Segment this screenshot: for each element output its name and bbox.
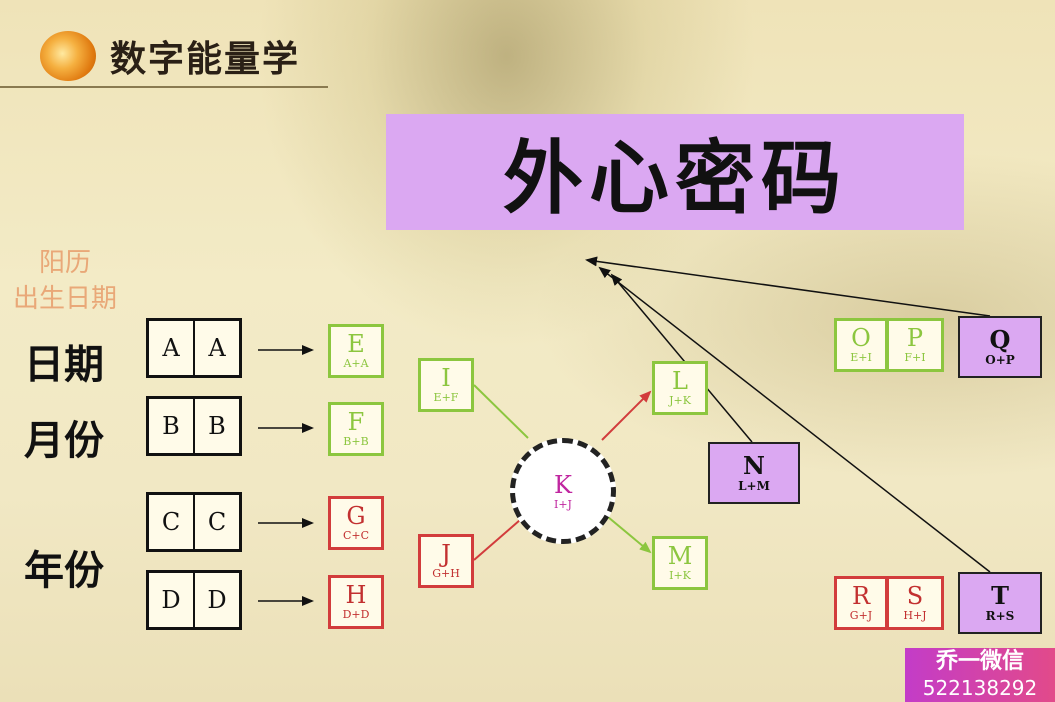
node-r: R G+J bbox=[834, 576, 888, 630]
node-g: G C+C bbox=[328, 496, 384, 550]
header-divider bbox=[0, 86, 328, 88]
node-m-label: M bbox=[667, 542, 693, 570]
node-s-formula: H+J bbox=[903, 609, 927, 622]
node-j: J G+H bbox=[418, 534, 474, 588]
node-s-label: S bbox=[906, 582, 924, 610]
node-i-formula: E+F bbox=[433, 391, 459, 404]
node-n-label: N bbox=[743, 451, 765, 480]
node-t: T R+S bbox=[958, 572, 1042, 634]
node-f: F B+B bbox=[328, 402, 384, 456]
node-l: L J+K bbox=[652, 361, 708, 415]
logo-text: 数字能量学 bbox=[110, 38, 301, 80]
line-i-to-k bbox=[473, 384, 529, 439]
node-h: H D+D bbox=[328, 575, 384, 629]
node-q-formula: O+P bbox=[985, 353, 1015, 367]
subtitle-line-1: 阳历 bbox=[38, 248, 91, 278]
node-j-label: J bbox=[441, 540, 451, 568]
subtitle-line-2: 出生日期 bbox=[12, 284, 117, 314]
title-banner: 外心密码 bbox=[386, 114, 964, 230]
node-n: N L+M bbox=[708, 442, 800, 504]
input-pair-a: A A bbox=[146, 318, 242, 378]
arrow-k-to-m bbox=[601, 511, 652, 554]
node-pair-op: O E+I P F+I bbox=[834, 318, 944, 372]
node-t-label: T bbox=[991, 581, 1009, 610]
node-g-label: G bbox=[346, 502, 366, 530]
node-m: M I+K bbox=[652, 536, 708, 590]
node-e-formula: A+A bbox=[343, 357, 369, 370]
cell-a2: A bbox=[193, 321, 239, 375]
cell-c1: C bbox=[161, 508, 181, 536]
node-n-formula: L+M bbox=[738, 479, 770, 493]
node-i: I E+F bbox=[418, 358, 474, 412]
node-g-formula: C+C bbox=[342, 529, 370, 542]
input-pair-d: D D bbox=[146, 570, 242, 630]
node-k: K I+J bbox=[510, 438, 616, 544]
node-r-label: R bbox=[851, 582, 871, 610]
node-pair-rs: R G+J S H+J bbox=[834, 576, 944, 630]
logo-mark-icon bbox=[40, 31, 96, 81]
arrow-t-to-title bbox=[598, 266, 991, 573]
node-o-label: O bbox=[851, 324, 871, 352]
node-e-label: E bbox=[347, 330, 365, 358]
row-label-year: 年份 bbox=[24, 548, 104, 594]
input-pair-c: C C bbox=[146, 492, 242, 552]
row-label-date: 日期 bbox=[24, 342, 104, 388]
node-t-formula: R+S bbox=[985, 609, 1015, 623]
row-label-month: 月份 bbox=[24, 418, 104, 464]
arrow-n-to-title bbox=[610, 273, 753, 443]
cell-b2: B bbox=[193, 399, 239, 453]
watermark-line-2: 522138292 bbox=[922, 676, 1038, 700]
node-o: O E+I bbox=[834, 318, 888, 372]
node-i-label: I bbox=[441, 364, 451, 392]
arrow-q-to-title bbox=[585, 256, 991, 317]
node-k-label: K bbox=[554, 470, 572, 499]
node-q-label: Q bbox=[989, 325, 1011, 354]
node-h-formula: D+D bbox=[342, 608, 370, 621]
node-p-formula: F+I bbox=[904, 351, 926, 364]
cell-b1: B bbox=[162, 412, 180, 440]
cell-d2: D bbox=[193, 573, 239, 627]
node-h-label: H bbox=[345, 581, 367, 609]
watermark-line-1: 乔一微信 bbox=[935, 649, 1024, 674]
node-f-formula: B+B bbox=[343, 435, 369, 448]
cell-c2: C bbox=[193, 495, 239, 549]
logo: 数字能量学 bbox=[40, 30, 300, 82]
node-e: E A+A bbox=[328, 324, 384, 378]
node-m-formula: I+K bbox=[669, 569, 691, 582]
node-l-formula: J+K bbox=[669, 394, 691, 407]
cell-d1: D bbox=[161, 586, 181, 614]
node-f-label: F bbox=[347, 408, 365, 436]
node-k-formula: I+J bbox=[554, 497, 572, 511]
node-o-formula: E+I bbox=[850, 351, 872, 364]
page-title: 外心密码 bbox=[503, 132, 847, 225]
node-s: S H+J bbox=[888, 576, 944, 630]
cell-a1: A bbox=[162, 334, 180, 362]
node-p: P F+I bbox=[888, 318, 944, 372]
arrow-k-to-l bbox=[601, 390, 652, 441]
node-p-label: P bbox=[906, 324, 924, 352]
input-pair-b: B B bbox=[146, 396, 242, 456]
node-j-formula: G+H bbox=[432, 567, 460, 580]
node-r-formula: G+J bbox=[849, 609, 873, 622]
node-q: Q O+P bbox=[958, 316, 1042, 378]
watermark-badge: 乔一微信 522138292 bbox=[905, 648, 1055, 702]
node-l-label: L bbox=[672, 367, 688, 395]
